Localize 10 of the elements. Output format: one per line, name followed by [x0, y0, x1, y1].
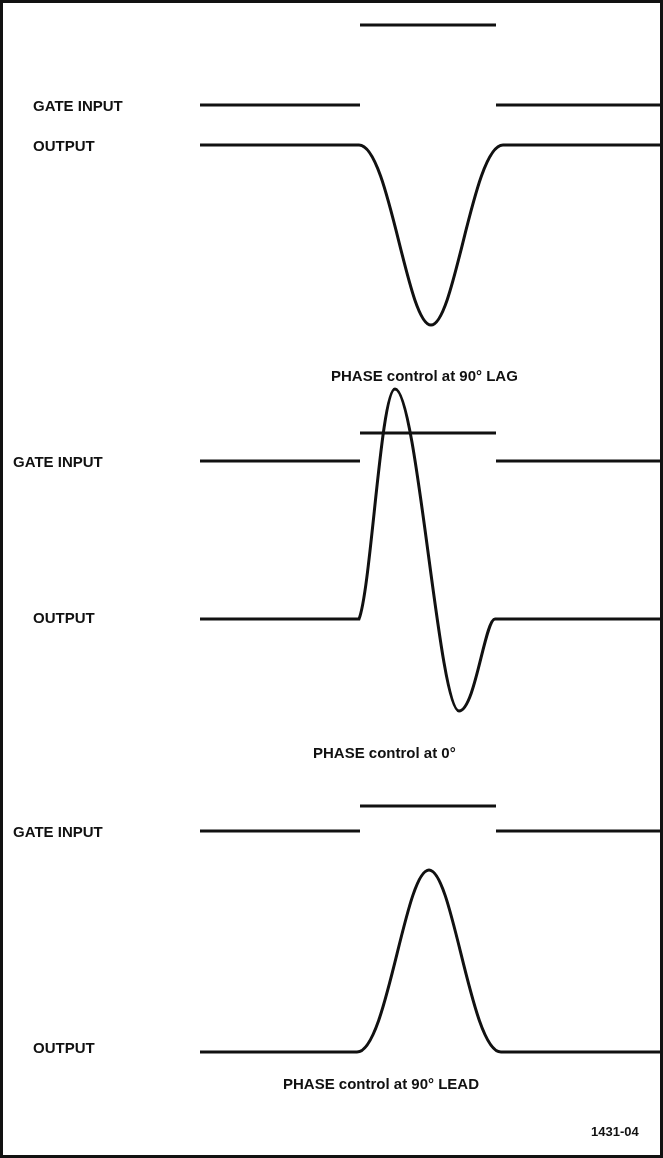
waveform-caption: PHASE control at 90° LAG	[331, 367, 518, 383]
waveform-caption: PHASE control at 0°	[313, 744, 456, 760]
signal-label: GATE INPUT	[13, 453, 103, 469]
signal-label: OUTPUT	[33, 1039, 95, 1055]
signal-label: OUTPUT	[33, 609, 95, 625]
signal-label: GATE INPUT	[33, 97, 123, 113]
figure-number: 1431-04	[591, 1124, 639, 1138]
waveform-caption: PHASE control at 90° LEAD	[283, 1075, 480, 1091]
signal-label: GATE INPUT	[13, 823, 103, 839]
signal-label: OUTPUT	[33, 137, 95, 153]
